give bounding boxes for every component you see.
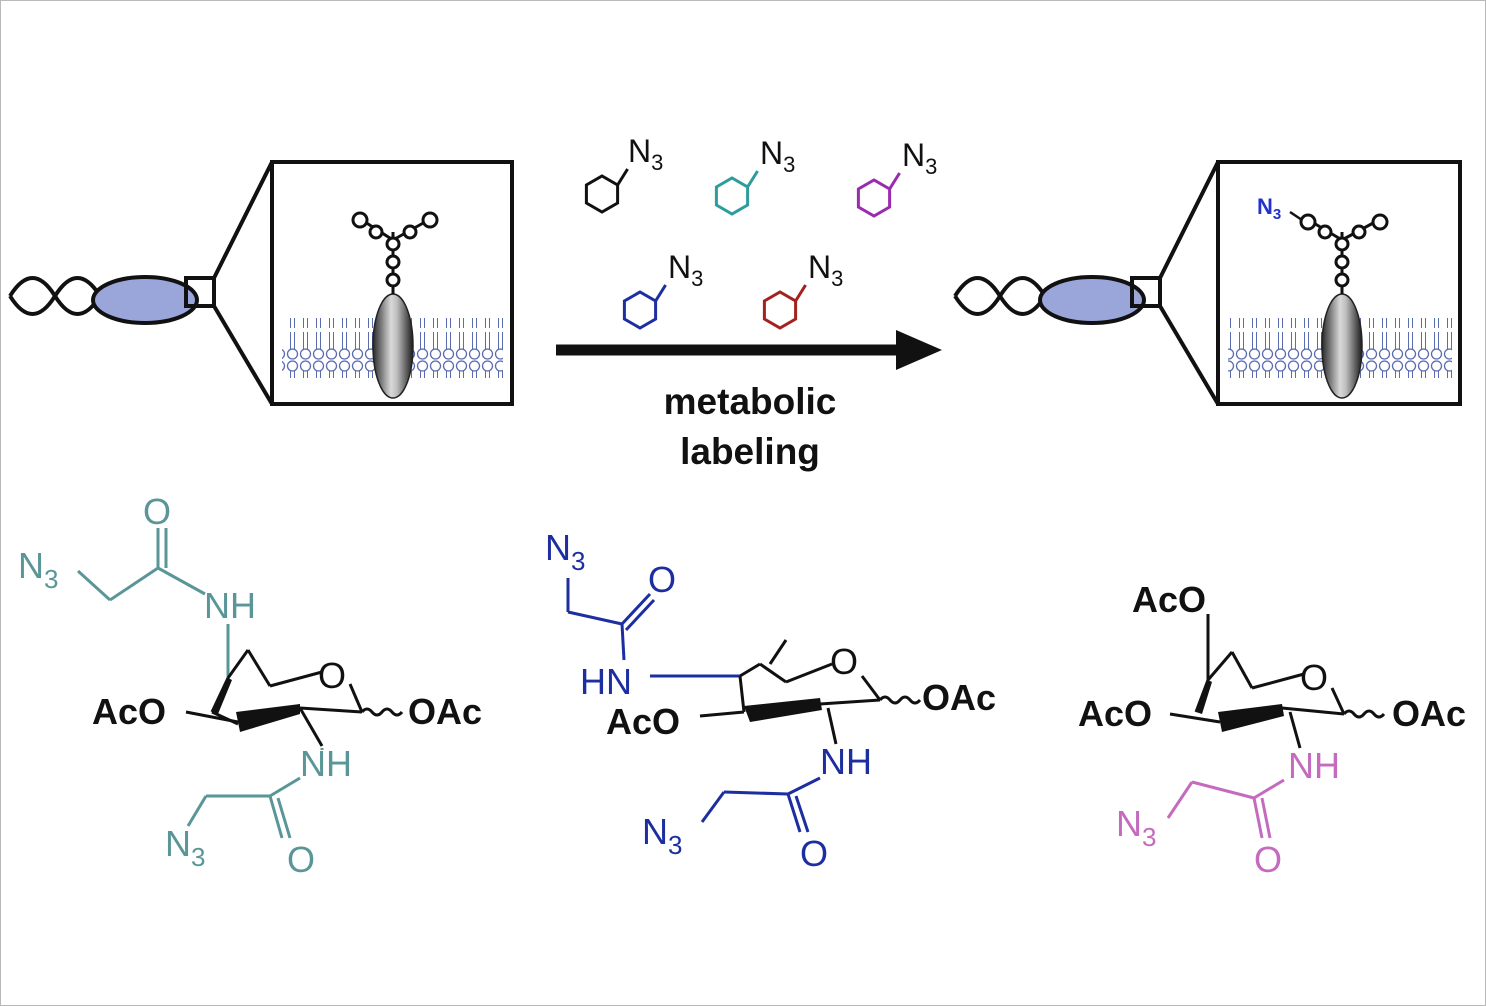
teal-acyl-oxygen: O — [143, 491, 171, 532]
teal-nh-top: NH — [204, 585, 256, 626]
hexagon-ring — [622, 290, 658, 330]
reagent-teal-icon: N3 — [714, 135, 795, 216]
blue-acyl-oxygen-bottom: O — [800, 833, 828, 874]
cell-left — [8, 160, 514, 406]
blue-hn: HN — [580, 661, 632, 702]
zoom-box-small-right — [1130, 276, 1162, 308]
structure-blue: N3 O HN O AcO OAc NH N3 O — [545, 527, 996, 874]
reagent-red-icon: N3 — [762, 249, 843, 330]
teal-acyl-oxygen-bottom: O — [287, 839, 315, 880]
reagent-azide-label: N3 — [808, 249, 843, 291]
reagent-azide-label: N3 — [668, 249, 703, 291]
teal-nh-bottom: NH — [300, 743, 352, 784]
pink-ring-oxygen: O — [1300, 657, 1328, 698]
flagellum-right-icon — [953, 276, 1047, 316]
pink-nh-bottom: NH — [1288, 745, 1340, 786]
cell-body-right — [1038, 275, 1146, 325]
pink-oac: OAc — [1392, 693, 1466, 734]
azide-bond — [654, 284, 667, 302]
azide-tag-label: N3 — [1257, 194, 1281, 223]
pink-aco-top: AcO — [1132, 579, 1206, 620]
glycan-left-icon — [351, 211, 439, 294]
blue-azide-bottom: N3 — [642, 811, 682, 860]
blue-nh-bottom: NH — [820, 741, 872, 782]
glycan-right-icon — [1299, 213, 1389, 294]
blue-aco: AcO — [606, 701, 680, 742]
zoom-box-small-left — [184, 276, 216, 308]
reagent-black-icon: N3 — [584, 133, 663, 214]
pink-acyl-oxygen-bottom: O — [1254, 839, 1282, 880]
blue-oac: OAc — [922, 677, 996, 718]
blue-azide-top: N3 — [545, 527, 585, 576]
pink-azide-bottom: N3 — [1116, 803, 1156, 852]
arrow-label-line1: metabolic — [664, 381, 837, 422]
azide-bond — [616, 168, 629, 186]
pink-aco: AcO — [1078, 693, 1152, 734]
hexagon-ring — [856, 178, 892, 218]
reagent-purple-icon: N3 — [856, 137, 937, 218]
hexagon-ring — [714, 176, 750, 216]
structure-teal: O N3 NH O AcO OAc NH — [18, 491, 482, 880]
hexagon-ring — [762, 290, 798, 330]
cell-right: N3 — [953, 160, 1462, 406]
teal-ring-oxygen: O — [318, 655, 346, 696]
reaction-arrow — [556, 330, 942, 370]
reagent-azide-label: N3 — [628, 133, 663, 175]
blue-acyl-oxygen: O — [648, 559, 676, 600]
azide-bond — [746, 170, 759, 188]
reagent-azide-label: N3 — [902, 137, 937, 179]
hexagon-ring — [584, 174, 620, 214]
membrane-protein-left — [372, 293, 414, 399]
cell-body-left — [91, 275, 199, 325]
reagent-azide-label: N3 — [760, 135, 795, 177]
teal-aco: AcO — [92, 691, 166, 732]
reagent-blue-icon: N3 — [622, 249, 703, 330]
membrane-protein-right — [1321, 293, 1363, 399]
blue-ring-oxygen: O — [830, 641, 858, 682]
teal-azide-top: N3 — [18, 545, 58, 594]
teal-oac: OAc — [408, 691, 482, 732]
teal-azide-bottom: N3 — [165, 823, 205, 872]
azide-bond — [794, 284, 807, 302]
structure-pink: AcO O AcO OAc NH N3 O — [1078, 579, 1466, 880]
flagellum-left-icon — [8, 276, 102, 316]
arrow-label-line2: labeling — [680, 431, 820, 472]
azide-bond — [888, 172, 901, 190]
